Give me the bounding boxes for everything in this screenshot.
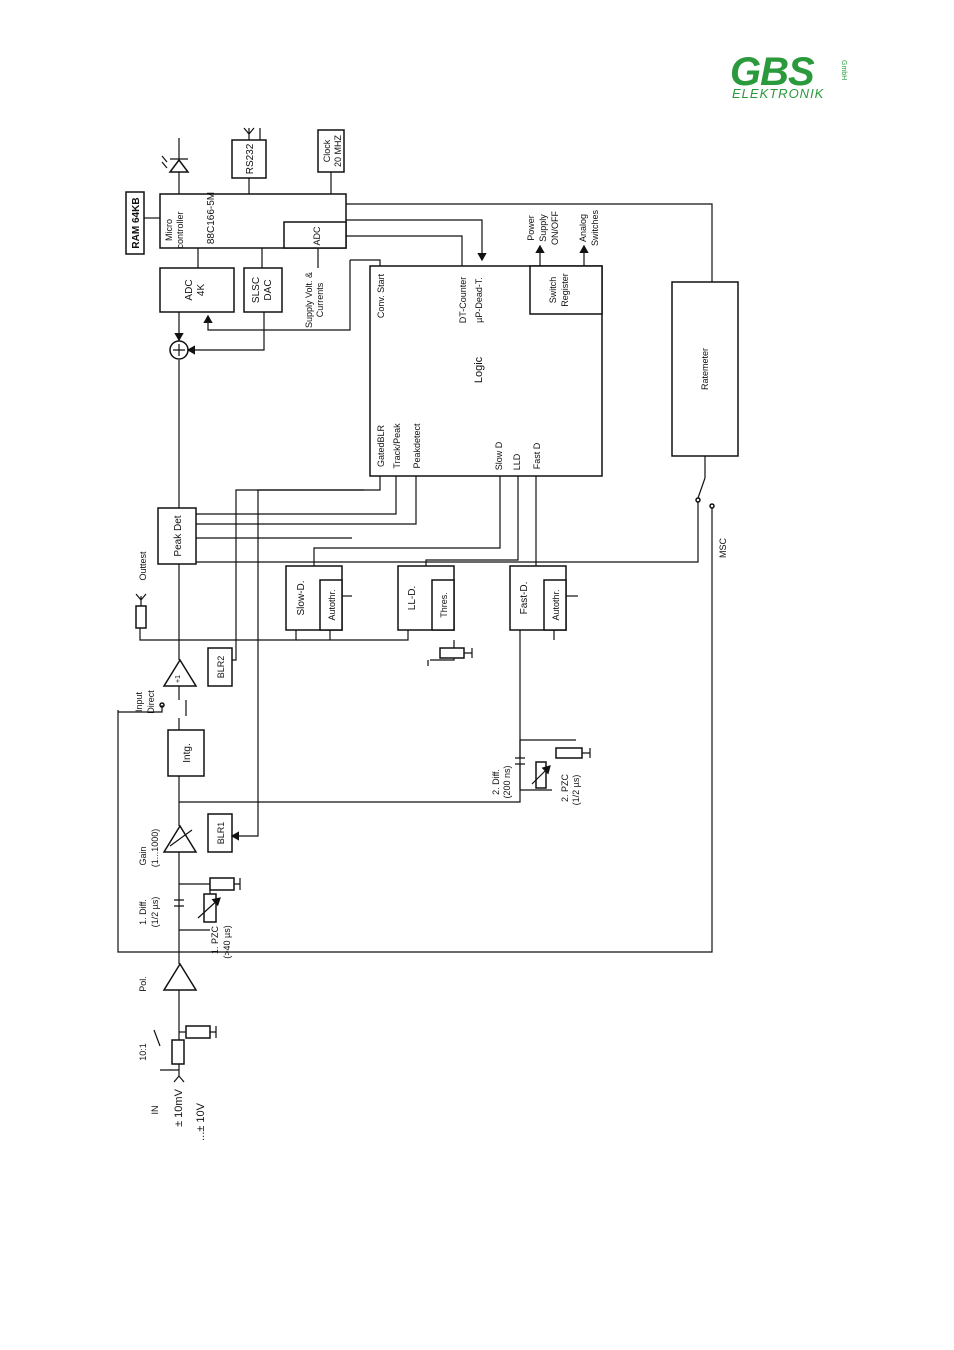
ram-block: RAM 64KB: [125, 191, 145, 255]
slow-d-signal-label: Slow D: [494, 441, 504, 470]
clock-block: Clock 20 MHZ: [317, 129, 345, 173]
pol-label: Pol.: [138, 976, 148, 992]
slsc-label-2: DAC: [263, 279, 274, 300]
polarity-amplifier: [162, 962, 198, 991]
input-label-2: Direct: [146, 690, 156, 714]
micro-adc-label: ADC: [312, 226, 322, 246]
range-label-1: ± 10mV: [173, 1088, 185, 1126]
outtest-label: Outtest: [138, 551, 148, 581]
supply-label-2: Currents: [315, 282, 325, 317]
power-label-1: Power: [526, 215, 536, 241]
rs232-block: RS232: [231, 139, 267, 179]
slow-d-auto-label: Autothr.: [327, 589, 337, 620]
microcontroller-block: Micro controller 88C166-5M ADC: [159, 192, 347, 249]
micro-label-1: Micro: [164, 219, 174, 241]
slow-d-label: Slow-D.: [296, 580, 307, 615]
led-icon: [161, 138, 190, 194]
switch-label-2: Register: [560, 273, 570, 307]
peak-det-label: Peak Det: [173, 515, 184, 556]
fast-d-block: Fast-D. Autothr.: [509, 565, 567, 631]
input-label-1: Input: [134, 691, 144, 712]
signal-labels: Supply Volt. & Currents Conv. Start DT-C…: [134, 209, 728, 1140]
blr1-block: BLR1: [207, 813, 233, 853]
gain-amplifier: [162, 824, 198, 853]
ll-d-label: LL-D.: [407, 586, 418, 610]
slow-d-block: Slow-D. Autothr.: [285, 565, 343, 631]
logic-block: Logic Switch Register: [369, 265, 603, 477]
adc-block: ADC 4K: [159, 267, 235, 313]
blr2-block: BLR2: [207, 647, 233, 687]
gain-label-1: Gain: [138, 846, 148, 865]
supply-label-1: Supply Volt. &: [304, 272, 314, 328]
gated-blr-label: GatedBLR: [376, 424, 386, 467]
fast-d-auto-label: Autothr.: [551, 589, 561, 620]
intg-label: Intg.: [182, 743, 193, 762]
ll-d-thres-label: Thres.: [439, 592, 449, 618]
ratio-label: 10:1: [138, 1043, 148, 1061]
micro-part-label: 88C166-5M: [206, 192, 217, 244]
ram-label: RAM 64KB: [131, 197, 142, 248]
peak-det-block: Peak Det: [157, 507, 197, 565]
ratemeter-block: Ratemeter: [671, 281, 739, 457]
clock-label: Clock: [322, 139, 332, 162]
summing-node: [169, 340, 189, 360]
logo-brand: GBS: [730, 50, 815, 94]
in-label: IN: [150, 1106, 160, 1115]
blr2-label: BLR2: [216, 656, 226, 679]
company-logo: GBS ELEKTRONIK GmbH: [728, 50, 858, 106]
clock-freq-label: 20 MHZ: [333, 135, 343, 168]
pzc2-label-2: (1/2 µs): [571, 775, 581, 806]
dt-counter-label: DT-Counter: [458, 277, 468, 324]
power-label-2: Supply: [538, 214, 548, 242]
slsc-label-1: SLSC: [251, 277, 262, 303]
diff2-label-2: (200 ns): [502, 765, 512, 798]
pzc1-label-1: 1. PZC: [210, 926, 220, 955]
ratemeter-label: Ratemeter: [700, 348, 710, 390]
blr1-label: BLR1: [216, 822, 226, 845]
range-label-2: ...± 10V: [195, 1102, 207, 1140]
adc-label-1: ADC: [184, 279, 195, 300]
ll-d-block: LL-D. Thres.: [397, 565, 455, 631]
integrator-block: Intg.: [167, 729, 205, 777]
conv-start-label: Conv. Start: [376, 273, 386, 318]
up-dead-label: µP-Dead-T.: [474, 277, 484, 323]
amp-unity-label: +1: [175, 675, 182, 683]
msc-label: MSC: [718, 538, 728, 559]
analog-label-1: Analog: [578, 214, 588, 242]
buffer-amplifier: +1: [162, 658, 198, 687]
logo-suffix: GmbH: [840, 60, 847, 81]
diff1-label-2: (1/2 µs): [150, 897, 160, 928]
pzc1-label-2: (>40 µs): [222, 925, 232, 958]
logo-subtitle: ELEKTRONIK: [732, 86, 825, 101]
slsc-dac-block: SLSC DAC: [243, 267, 283, 313]
rs232-label: RS232: [245, 143, 256, 174]
peakdetect-label: Peakdetect: [412, 423, 422, 469]
track-peak-label: Track/Peak: [392, 423, 402, 469]
switch-label-1: Switch: [548, 277, 558, 304]
analog-label-2: Switches: [590, 209, 600, 246]
pzc2-label-1: 2. PZC: [560, 774, 570, 803]
fast-d-signal-label: Fast D: [532, 442, 542, 469]
lld-signal-label: LLD: [512, 453, 522, 470]
diff1-label-1: 1. Diff.: [138, 899, 148, 925]
power-label-3: ON/OFF: [550, 211, 560, 245]
logic-label: Logic: [473, 356, 485, 383]
diff2-label-1: 2. Diff.: [491, 769, 501, 795]
fast-d-label: Fast-D.: [519, 582, 530, 615]
micro-label-2: controller: [175, 211, 185, 248]
outtest-connector: [135, 593, 147, 629]
adc-label-2: 4K: [196, 284, 207, 297]
gain-label-2: (1...1000): [150, 829, 160, 868]
